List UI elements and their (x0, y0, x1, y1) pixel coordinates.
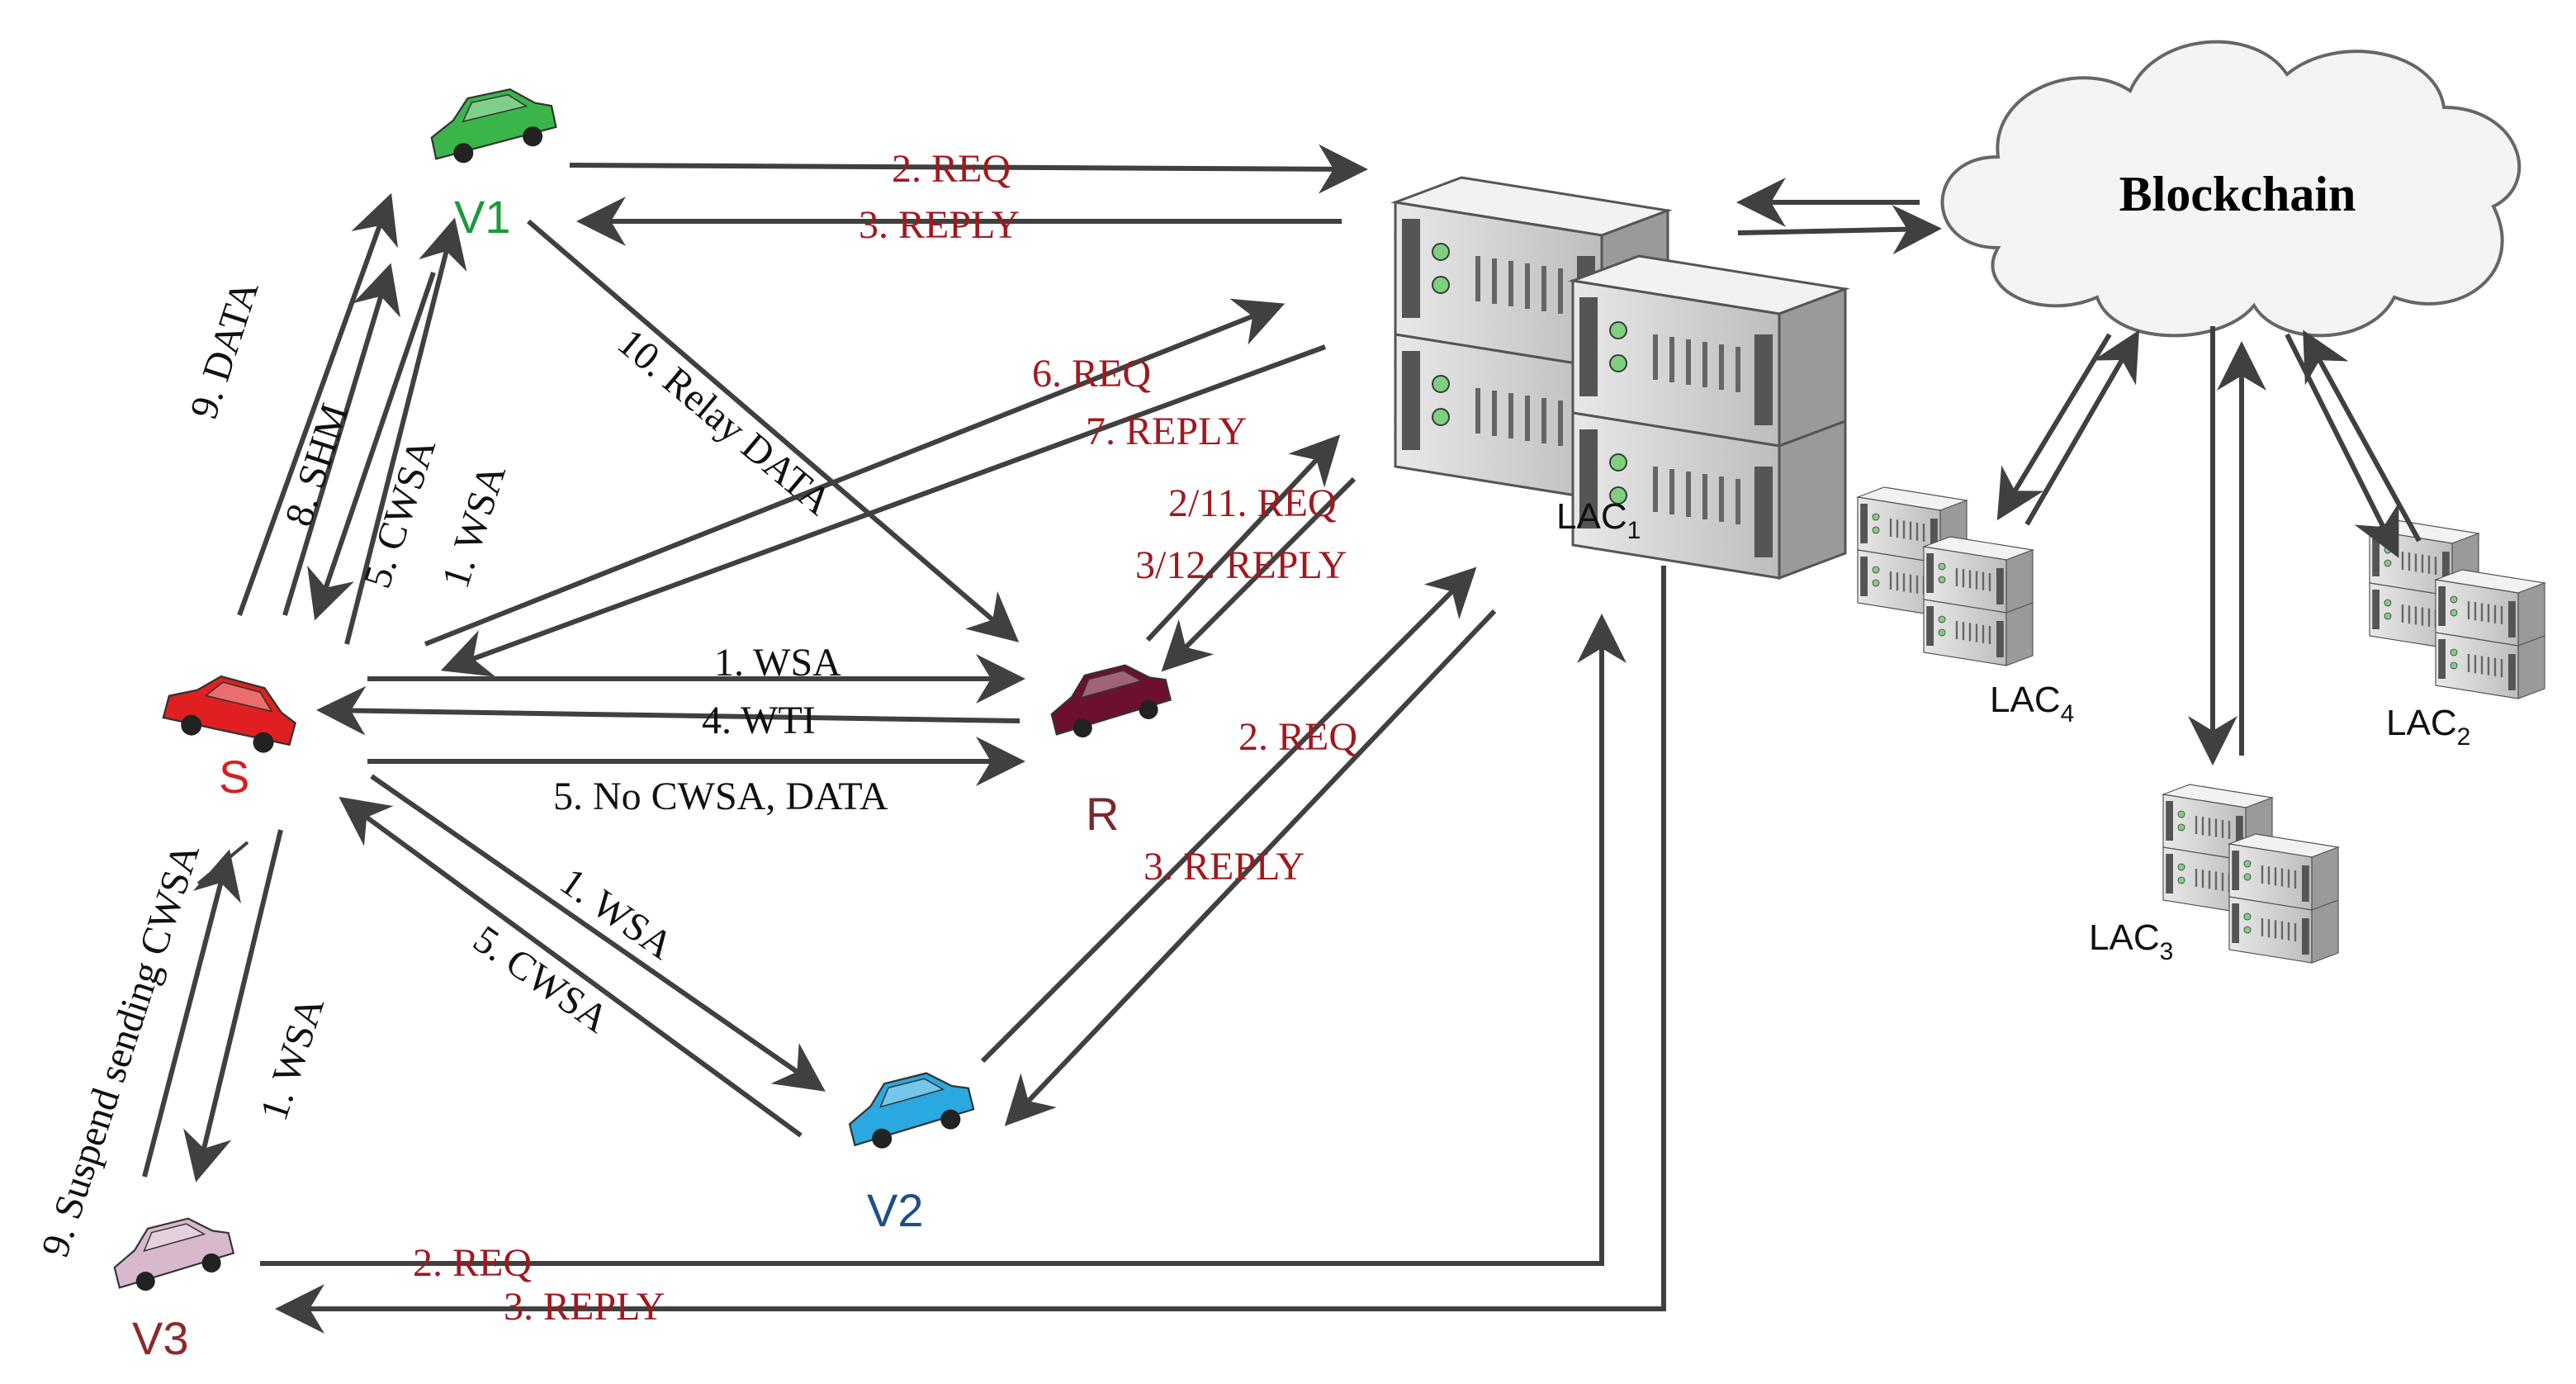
s-car (159, 663, 303, 762)
v3-car (106, 1209, 239, 1298)
blockchain-label: Blockchain (2119, 167, 2356, 221)
arrow-s-v1-shm (282, 263, 400, 616)
blockchain-cloud: Blockchain (1940, 40, 2522, 338)
arrow-lac4-cloud (2024, 329, 2140, 526)
msg-r-req: 2/11. REQ (1168, 481, 1337, 525)
arrow-s-v3-wsa (183, 829, 283, 1183)
msg-v3-reply: 3. REPLY (504, 1285, 665, 1329)
msg-suspend: 9. Suspend sending CWSA (33, 838, 208, 1263)
arrow-lac2-cloud (2303, 329, 2422, 543)
s-label: S (219, 751, 249, 803)
msg-r-reply: 3/12. REPLY (1135, 543, 1347, 587)
msg-s-v3-wsa: 1. WSA (252, 991, 333, 1126)
msg-s-r-wti: 4. WTI (702, 699, 816, 742)
arrow-s-v1-wsa (344, 217, 467, 645)
arrow-v2-lac1 (980, 566, 1477, 1064)
r-car (1043, 656, 1176, 745)
arrow-cloud-lac4 (1996, 333, 2112, 521)
arrow-v1-r-relay (527, 219, 1020, 642)
arrow-v1-lac1 (569, 144, 1368, 194)
msg-s-r-nocwsa: 5. No CWSA, DATA (553, 775, 888, 818)
msg-s-v2-cwsa: 5. CWSA (466, 917, 618, 1042)
lac4-label: LAC4 (1990, 680, 2074, 728)
msg-relay: 10. Relay DATA (609, 320, 841, 524)
arrow-lac1-r (1161, 476, 1357, 672)
arrow-cloud-lac2 (2285, 333, 2399, 558)
msg-s-v1-shm: 8. SHM (277, 398, 357, 531)
arrow-s-v2-wsa (370, 774, 826, 1092)
lac2-label: LAC2 (2386, 703, 2470, 751)
r-label: R (1086, 788, 1119, 840)
msg-v3-req: 2. REQ (413, 1241, 532, 1285)
arrow-lac1-v3 (275, 566, 1666, 1334)
msg-v1-req: 2. REQ (892, 147, 1011, 191)
arrow-lac1-v2 (1004, 609, 1497, 1126)
arrow-v3-lac1 (260, 614, 1627, 1266)
arrow-v1-s-cwsa (307, 272, 436, 621)
msg-v2-reply: 3. REPLY (1144, 845, 1305, 889)
msg-v1-reply: 3. REPLY (859, 203, 1020, 247)
v1-label: V1 (454, 191, 511, 243)
v3-label: V3 (132, 1312, 189, 1364)
msg-v2-req: 2. REQ (1238, 715, 1357, 759)
v2-label: V2 (867, 1184, 924, 1236)
lac3-server (2162, 783, 2340, 965)
arrow-lac1-s-reply (440, 344, 1327, 677)
lac1-label: LAC1 (1556, 496, 1641, 544)
arrow-lac1-cloud (1737, 205, 1942, 255)
arrow-v2-s-cwsa (339, 796, 803, 1138)
v1-car (424, 80, 561, 170)
arrow-r-lac1 (1145, 434, 1341, 642)
lac4-server (1856, 486, 2034, 667)
msg-r-req-top: 6. REQ (1032, 352, 1151, 396)
v2-car (841, 1063, 978, 1156)
lac3-label: LAC3 (2089, 917, 2173, 965)
arrow-r-s-wti (316, 685, 1020, 736)
arrow-v3-s-suspend (142, 849, 241, 1178)
msg-s-v1-data: 9. DATA (182, 275, 268, 424)
arrow-s-lac1-req (424, 298, 1286, 647)
suspend-cross (197, 841, 249, 885)
msg-r-reply-top: 7. REPLY (1086, 410, 1247, 453)
msg-s-r-wsa: 1. WSA (714, 641, 841, 685)
msg-s-v1-wsa: 1. WSA (433, 458, 514, 593)
